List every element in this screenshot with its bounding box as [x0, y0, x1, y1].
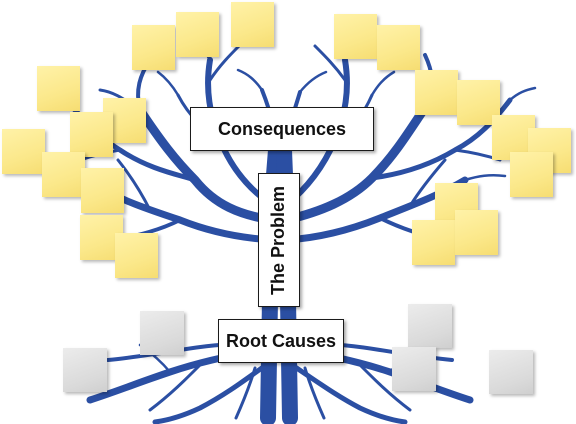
consequences-label: Consequences	[217, 118, 347, 139]
consequence-sticky-note[interactable]	[231, 2, 274, 47]
consequence-sticky-note[interactable]	[510, 152, 553, 197]
root-causes-label-box: Root Causes	[218, 319, 344, 363]
consequence-sticky-note[interactable]	[176, 12, 219, 57]
consequence-sticky-note[interactable]	[377, 25, 420, 70]
consequence-sticky-note[interactable]	[115, 233, 158, 278]
root-causes-label: Root Causes	[225, 330, 337, 351]
consequence-sticky-note[interactable]	[2, 129, 45, 174]
root-cause-sticky-note[interactable]	[408, 304, 452, 348]
consequence-sticky-note[interactable]	[412, 220, 455, 265]
root-cause-sticky-note[interactable]	[140, 311, 184, 355]
consequence-sticky-note[interactable]	[37, 66, 80, 111]
consequence-sticky-note[interactable]	[415, 70, 458, 115]
problem-label-box: The Problem	[258, 173, 300, 307]
root-cause-sticky-note[interactable]	[63, 348, 107, 392]
consequences-label-box: Consequences	[190, 107, 374, 151]
consequence-sticky-note[interactable]	[42, 152, 85, 197]
root-cause-sticky-note[interactable]	[392, 347, 436, 391]
problem-label: The Problem	[268, 185, 289, 295]
root-cause-sticky-note[interactable]	[489, 350, 533, 394]
consequence-sticky-note[interactable]	[81, 168, 124, 213]
consequence-sticky-note[interactable]	[70, 112, 113, 157]
consequence-sticky-note[interactable]	[455, 210, 498, 255]
consequence-sticky-note[interactable]	[334, 14, 377, 59]
consequence-sticky-note[interactable]	[132, 25, 175, 70]
